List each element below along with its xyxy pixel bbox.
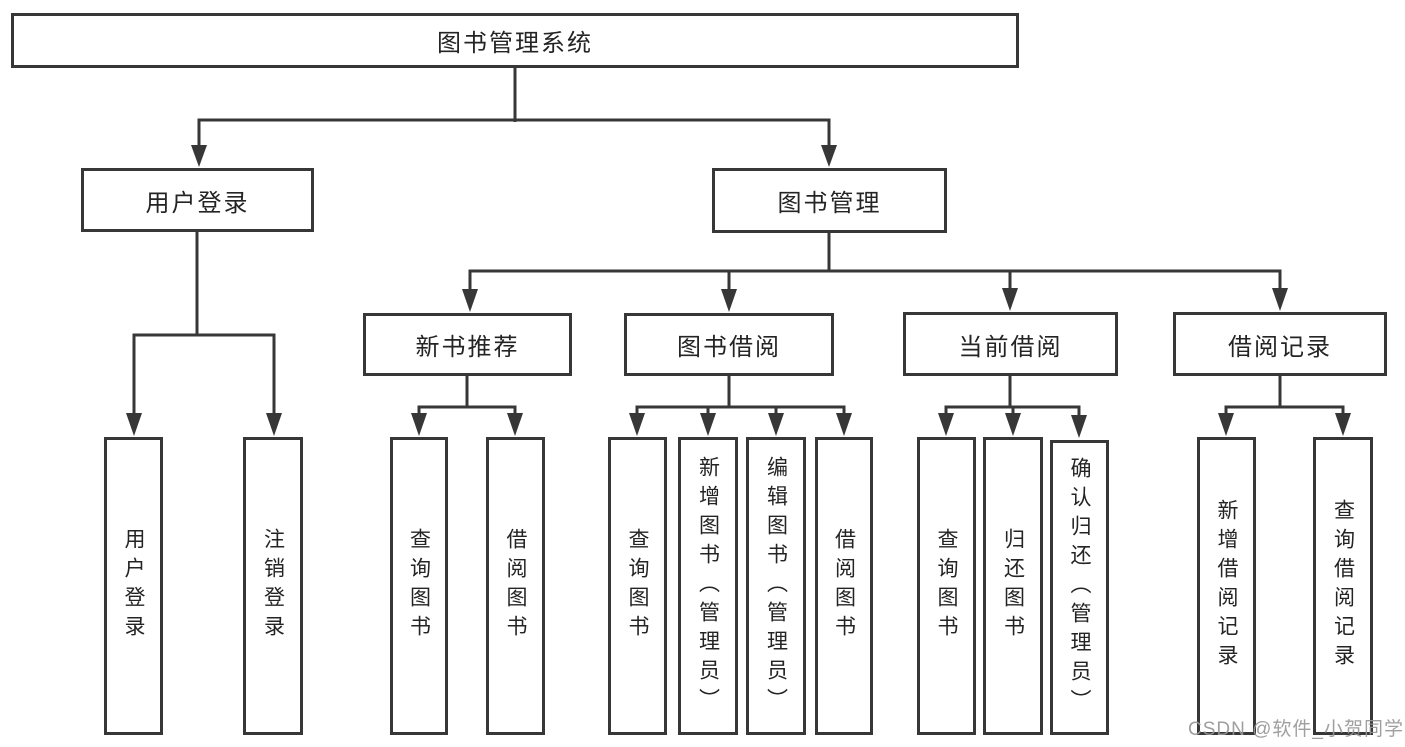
leaf-return-books: 归还图书 <box>983 437 1043 735</box>
arrowhead-icon <box>821 145 837 167</box>
arrowhead-icon <box>700 413 716 436</box>
arrowhead-icon <box>629 413 645 436</box>
arrowhead-icon <box>411 413 427 436</box>
arrowhead-icon <box>768 413 784 436</box>
leaf-query-books-borrowing: 查询图书 <box>608 437 667 735</box>
node-new-book-recommend: 新书推荐 <box>363 313 572 376</box>
node-borrowing-records: 借阅记录 <box>1173 312 1387 376</box>
leaf-query-books-recommend: 查询图书 <box>390 437 448 735</box>
leaf-logout: 注销登录 <box>243 437 303 735</box>
arrowhead-icon <box>1218 413 1234 436</box>
arrowhead-icon <box>126 413 142 436</box>
leaf-query-books-current: 查询图书 <box>917 437 976 735</box>
node-book-management: 图书管理 <box>712 168 947 233</box>
arrowhead-icon <box>1335 413 1351 436</box>
arrowhead-icon <box>836 413 852 436</box>
node-book-borrowing: 图书借阅 <box>624 313 834 376</box>
leaf-edit-books-admin: 编辑图书（管理员） <box>746 437 806 735</box>
arrowhead-icon <box>1071 415 1087 438</box>
node-library-management-system: 图书管理系统 <box>11 13 1019 68</box>
arrowhead-icon <box>1005 413 1021 436</box>
arrowhead-icon <box>938 413 954 436</box>
leaf-query-borrow-record: 查询借阅记录 <box>1313 437 1373 735</box>
arrowhead-icon <box>191 145 207 167</box>
csdn-watermark: CSDN @软件_小贺同学 <box>1188 719 1404 740</box>
leaf-borrow-books-recommend: 借阅图书 <box>486 437 545 735</box>
node-current-borrowing: 当前借阅 <box>903 312 1118 376</box>
arrowhead-icon <box>507 413 523 436</box>
leaf-user-login: 用户登录 <box>104 437 163 735</box>
arrowhead-icon <box>462 289 478 312</box>
arrowhead-icon <box>1272 288 1288 311</box>
leaf-add-books-admin: 新增图书（管理员） <box>678 437 738 735</box>
arrowhead-icon <box>266 413 282 436</box>
leaf-borrow-books-borrowing: 借阅图书 <box>815 437 873 735</box>
leaf-confirm-return-admin: 确认归还（管理员） <box>1050 440 1109 735</box>
arrowhead-icon <box>721 289 737 312</box>
arrowhead-icon <box>1002 288 1018 311</box>
leaf-add-borrow-record: 新增借阅记录 <box>1197 437 1256 735</box>
node-user-login: 用户登录 <box>81 168 314 232</box>
